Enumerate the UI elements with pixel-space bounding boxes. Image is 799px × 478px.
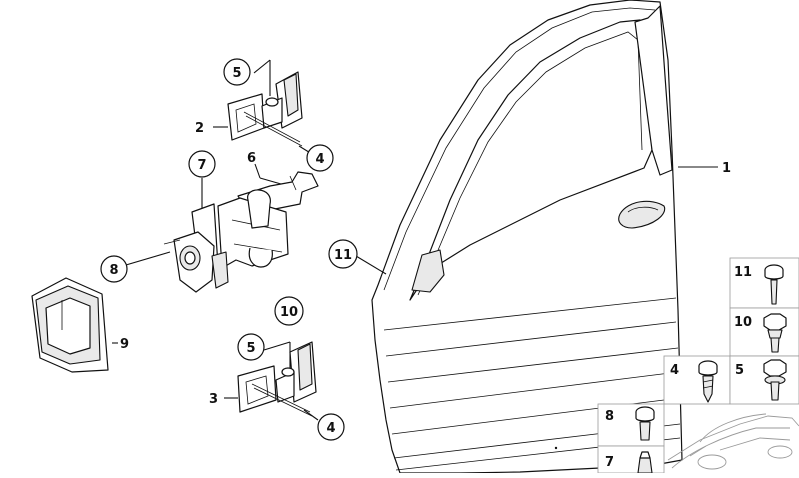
svg-text:6: 6 bbox=[247, 151, 256, 166]
svg-text:11: 11 bbox=[734, 265, 752, 280]
svg-text:3: 3 bbox=[209, 392, 218, 407]
svg-text:4: 4 bbox=[670, 363, 679, 378]
svg-text:5: 5 bbox=[735, 363, 744, 378]
callout-1: 1 bbox=[722, 161, 731, 176]
legend-10-bolt: 10 bbox=[734, 313, 787, 353]
callout-5-upper: 5 bbox=[223, 58, 251, 86]
svg-text:4: 4 bbox=[315, 152, 324, 167]
svg-text:2: 2 bbox=[195, 121, 204, 136]
door-shell bbox=[371, 0, 683, 474]
callout-9: 9 bbox=[120, 337, 129, 352]
callout-8: 8 bbox=[100, 255, 128, 283]
svg-text:10: 10 bbox=[280, 305, 298, 320]
callout-5-lower: 5 bbox=[237, 333, 265, 361]
legend-8-bolt: 8 bbox=[605, 406, 655, 441]
protective-cap bbox=[31, 277, 109, 373]
callout-6: 6 bbox=[247, 151, 256, 166]
svg-text:10: 10 bbox=[734, 315, 752, 330]
svg-text:5: 5 bbox=[246, 341, 255, 356]
callout-4-upper: 4 bbox=[306, 144, 334, 172]
svg-text:9: 9 bbox=[120, 337, 129, 352]
legend-4-screw: 4 bbox=[670, 360, 718, 403]
callout-3: 3 bbox=[209, 392, 218, 407]
legend-5-bolt: 5 bbox=[735, 359, 787, 401]
svg-text:8: 8 bbox=[605, 409, 614, 424]
svg-text:4: 4 bbox=[326, 421, 335, 436]
svg-text:1: 1 bbox=[722, 161, 731, 176]
lower-hinge bbox=[237, 341, 317, 417]
legend-11-bolt: 11 bbox=[734, 264, 784, 305]
callout-11: 11 bbox=[328, 239, 358, 269]
callout-2: 2 bbox=[195, 121, 204, 136]
svg-text:7: 7 bbox=[605, 455, 614, 470]
svg-text:8: 8 bbox=[109, 263, 118, 278]
callout-4-lower: 4 bbox=[317, 413, 345, 441]
car-silhouette bbox=[667, 413, 799, 470]
callout-7: 7 bbox=[188, 150, 216, 178]
svg-text:11: 11 bbox=[334, 248, 352, 263]
fastener-legend: 11 10 4 5 8 bbox=[597, 257, 799, 474]
callout-10: 10 bbox=[274, 296, 304, 326]
door-check-strap bbox=[163, 171, 319, 293]
svg-text:5: 5 bbox=[232, 66, 241, 81]
upper-hinge bbox=[227, 71, 303, 147]
svg-text:7: 7 bbox=[197, 158, 206, 173]
